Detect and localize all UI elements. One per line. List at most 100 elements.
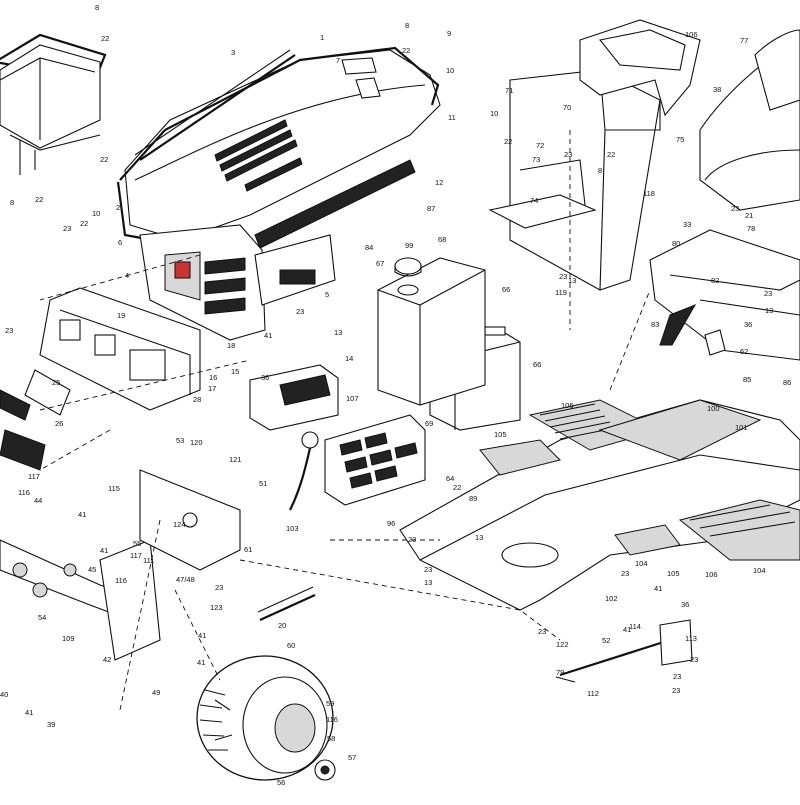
callout-c105b: 105 (667, 569, 680, 578)
callout-c123: 123 (210, 603, 223, 612)
callout-c10a: 10 (446, 66, 454, 75)
callout-c13e: 13 (424, 578, 432, 587)
steering-spindle (659, 619, 693, 666)
callout-c103: 103 (286, 524, 299, 533)
callout-c22b: 22 (100, 155, 108, 164)
callout-c23k: 23 (215, 583, 223, 592)
tie-rod (559, 638, 671, 677)
hood-seal-strip (139, 54, 296, 161)
callout-c23f: 23 (731, 204, 739, 213)
callout-c18: 18 (227, 341, 235, 350)
callout-c22a: 22 (101, 34, 109, 43)
callout-c116b: 116 (115, 576, 127, 585)
callout-c106a: 106 (561, 401, 574, 410)
callout-c70: 70 (563, 103, 571, 112)
callout-c14: 14 (345, 354, 353, 363)
callout-c100: 100 (707, 404, 720, 413)
callout-c82: 82 (711, 276, 719, 285)
callout-c60: 60 (287, 641, 295, 650)
callout-c41d: 41 (198, 631, 206, 640)
callout-c42: 42 (103, 655, 111, 664)
heat-shield (324, 414, 426, 506)
callout-c117b: 117 (130, 551, 142, 560)
callout-layer: 1234567888891010101112131313131314151617… (0, 3, 791, 787)
callout-c28: 28 (193, 395, 201, 404)
callout-c66a: 66 (502, 285, 510, 294)
callout-c78: 78 (747, 224, 755, 233)
callout-c23h: 23 (424, 565, 432, 574)
callout-c49: 49 (152, 688, 160, 697)
callout-c122: 122 (556, 640, 569, 649)
callout-c38: 38 (713, 85, 721, 94)
callout-c23j: 23 (538, 627, 546, 636)
callout-c36c: 36 (681, 600, 689, 609)
callout-c55: 55 (133, 539, 141, 548)
callout-c13c: 13 (765, 306, 773, 315)
dash-top-frame (579, 19, 701, 117)
callout-c10b: 10 (92, 209, 100, 218)
rear-fender (649, 229, 800, 361)
hood-vents (214, 119, 303, 192)
callout-c84: 84 (365, 243, 373, 252)
callout-c39: 39 (47, 720, 55, 729)
callout-c62: 62 (740, 347, 748, 356)
callout-c8b: 8 (10, 198, 14, 207)
callout-c85: 85 (743, 375, 751, 384)
footrest-right (598, 399, 800, 561)
callout-c66b: 66 (533, 360, 541, 369)
callout-c9: 9 (447, 29, 451, 38)
callout-c58: 58 (327, 734, 335, 743)
callout-c124: 124 (173, 520, 186, 529)
callout-c69: 69 (425, 419, 433, 428)
callout-c25: 25 (52, 378, 60, 387)
callout-c116a: 116 (18, 488, 30, 497)
callout-c5: 5 (325, 290, 329, 299)
callout-c23c: 23 (296, 307, 304, 316)
callout-c23d: 23 (564, 150, 572, 159)
callout-c118: 118 (643, 189, 655, 198)
callout-c71: 71 (505, 86, 513, 95)
air-cleaner (249, 364, 339, 449)
callout-c23g: 23 (408, 535, 416, 544)
callout-c106c: 106 (705, 570, 718, 579)
callout-c44: 44 (34, 496, 42, 505)
callout-c23e: 23 (559, 272, 567, 281)
callout-c59: 59 (326, 699, 334, 708)
callout-c116c: 116 (326, 715, 338, 724)
hood (116, 46, 441, 249)
callout-c15: 15 (231, 367, 239, 376)
callout-c115: 115 (108, 484, 120, 493)
callout-c56: 56 (277, 778, 285, 787)
callout-c41h: 41 (623, 625, 631, 634)
callout-c22c: 22 (35, 195, 43, 204)
callout-c12: 12 (435, 178, 443, 187)
callout-c112: 112 (587, 689, 599, 698)
callout-c87: 87 (427, 204, 435, 213)
callout-c20: 20 (278, 621, 286, 630)
callout-c23a: 23 (5, 326, 13, 335)
callout-c52: 52 (602, 636, 610, 645)
callout-c109: 109 (62, 634, 75, 643)
callout-c26: 26 (55, 419, 63, 428)
callout-c6: 6 (118, 238, 122, 247)
callout-c96: 96 (387, 519, 395, 528)
decal-83 (659, 304, 697, 346)
callout-c22e: 22 (402, 46, 410, 55)
reference-lines (39, 130, 651, 711)
callout-c67: 67 (376, 259, 384, 268)
callout-c23m: 23 (673, 672, 681, 681)
callout-c61: 61 (244, 545, 252, 554)
callout-c106b: 106 (685, 30, 698, 39)
callout-c13a: 13 (334, 328, 342, 337)
fuel-tank (377, 257, 486, 406)
callout-c54: 54 (38, 613, 46, 622)
callout-c17: 17 (208, 384, 216, 393)
callout-c33: 33 (683, 220, 691, 229)
callout-c83: 83 (651, 320, 659, 329)
callout-c64: 64 (446, 474, 454, 483)
side-panel (254, 234, 336, 306)
brake-pedal (479, 439, 681, 556)
callout-c22f: 22 (504, 137, 512, 146)
callout-c57: 57 (348, 753, 356, 762)
